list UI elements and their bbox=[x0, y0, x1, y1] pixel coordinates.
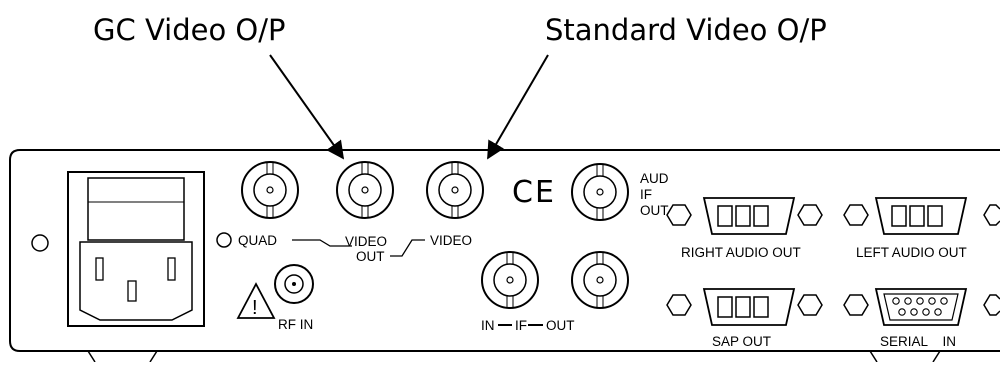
indicator-hole-icon bbox=[216, 232, 232, 248]
arrow-gc-video bbox=[269, 54, 345, 160]
power-inlet-icon bbox=[67, 171, 205, 327]
quad-bracket-line bbox=[292, 239, 352, 247]
panel-feet bbox=[87, 350, 941, 363]
ce-mark-icon: CE bbox=[512, 175, 556, 210]
label-serial-in: SERIAL IN bbox=[880, 334, 956, 349]
callout-gc-video: GC Video O/P bbox=[93, 13, 286, 47]
bnc-aud-if-out-icon bbox=[571, 163, 629, 221]
sap-out-connector-icon bbox=[702, 288, 796, 326]
warning-triangle-icon: ! bbox=[236, 282, 276, 319]
video-bracket-line bbox=[390, 239, 425, 257]
bnc-video-out-icon bbox=[336, 161, 394, 219]
label-quad: QUAD bbox=[238, 233, 277, 248]
label-if-out: OUT bbox=[546, 318, 575, 333]
right-audio-out-connector-icon bbox=[702, 197, 796, 235]
bnc-quad-icon bbox=[241, 161, 299, 219]
label-video-out-bottom: OUT bbox=[356, 249, 385, 264]
label-right-audio-out: RIGHT AUDIO OUT bbox=[681, 245, 801, 260]
serial-in-connector-icon bbox=[874, 288, 968, 326]
hex-nut-icons bbox=[666, 204, 1000, 316]
mounting-hole-icon bbox=[31, 234, 49, 252]
rf-in-connector-icon bbox=[274, 264, 314, 304]
label-aud-out: OUT bbox=[640, 203, 669, 218]
label-if-in: IN bbox=[481, 318, 495, 333]
bnc-if-in-icon bbox=[481, 251, 539, 309]
bnc-if-out-icon bbox=[571, 251, 629, 309]
arrow-standard-video bbox=[487, 54, 549, 160]
label-sap-out: SAP OUT bbox=[712, 334, 771, 349]
label-left-audio-out: LEFT AUDIO OUT bbox=[856, 245, 967, 260]
label-aud: AUD bbox=[640, 171, 669, 186]
label-rf-in: RF IN bbox=[278, 317, 313, 332]
label-video-out-top: VIDEO bbox=[345, 234, 387, 249]
callout-standard-video: Standard Video O/P bbox=[545, 13, 827, 47]
bnc-video-icon bbox=[426, 161, 484, 219]
label-if: IF bbox=[515, 318, 527, 333]
panel-outline bbox=[9, 149, 1000, 352]
label-aud-if: IF bbox=[640, 187, 652, 202]
left-audio-out-connector-icon bbox=[874, 197, 968, 235]
label-video: VIDEO bbox=[430, 233, 472, 248]
svg-text:!: ! bbox=[252, 297, 258, 319]
